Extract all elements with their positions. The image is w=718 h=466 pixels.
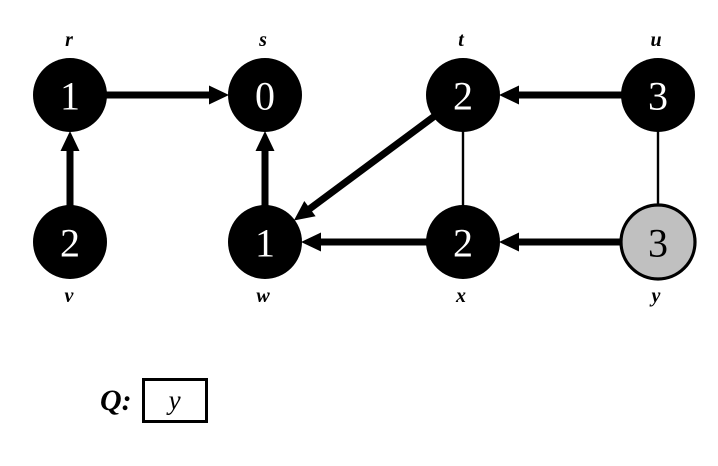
node-value-u: 3 <box>648 74 668 119</box>
node-y[interactable]: 3y <box>619 203 697 307</box>
node-value-x: 2 <box>453 221 473 266</box>
edge-x-to-w <box>301 232 427 252</box>
node-value-t: 2 <box>453 74 473 119</box>
edge-w-to-s <box>255 131 275 206</box>
node-circle-x <box>426 205 500 279</box>
queue-label: Q: <box>100 383 132 417</box>
node-value-s: 0 <box>255 74 275 119</box>
node-r[interactable]: 1r <box>33 29 107 132</box>
node-circle-v <box>33 205 107 279</box>
node-label-v: v <box>65 285 75 307</box>
node-label-w: w <box>256 285 270 307</box>
edges-layer <box>60 85 660 252</box>
node-circle-u <box>621 58 695 132</box>
node-circle-r <box>33 58 107 132</box>
node-x[interactable]: 2x <box>426 205 500 307</box>
node-value-y: 3 <box>648 221 668 266</box>
node-v[interactable]: 2v <box>33 205 107 307</box>
node-t[interactable]: 2t <box>426 29 500 132</box>
node-label-s: s <box>258 29 267 51</box>
queue-cell[interactable]: y <box>141 378 208 423</box>
node-label-r: r <box>65 29 73 51</box>
edge-u-to-t <box>499 85 622 105</box>
node-s[interactable]: 0s <box>228 29 302 132</box>
edge-y-to-x <box>499 232 622 252</box>
edge-t-to-w <box>293 113 437 221</box>
node-value-w: 1 <box>255 221 275 266</box>
queue-cells: y <box>141 378 208 423</box>
node-u[interactable]: 3u <box>621 29 695 132</box>
node-label-t: t <box>458 29 465 51</box>
node-circle-y <box>619 203 697 281</box>
node-circle-t <box>426 58 500 132</box>
node-w[interactable]: 1w <box>228 205 302 307</box>
node-value-r: 1 <box>60 74 80 119</box>
node-circle-w <box>228 205 302 279</box>
node-value-v: 2 <box>60 221 80 266</box>
node-circle-s <box>228 58 302 132</box>
node-label-y: y <box>650 285 661 307</box>
edge-v-to-r <box>60 131 80 206</box>
node-label-x: x <box>455 285 466 307</box>
queue-display: Q: y <box>100 378 208 423</box>
edge-r-to-s <box>106 85 229 105</box>
node-label-u: u <box>650 29 661 51</box>
